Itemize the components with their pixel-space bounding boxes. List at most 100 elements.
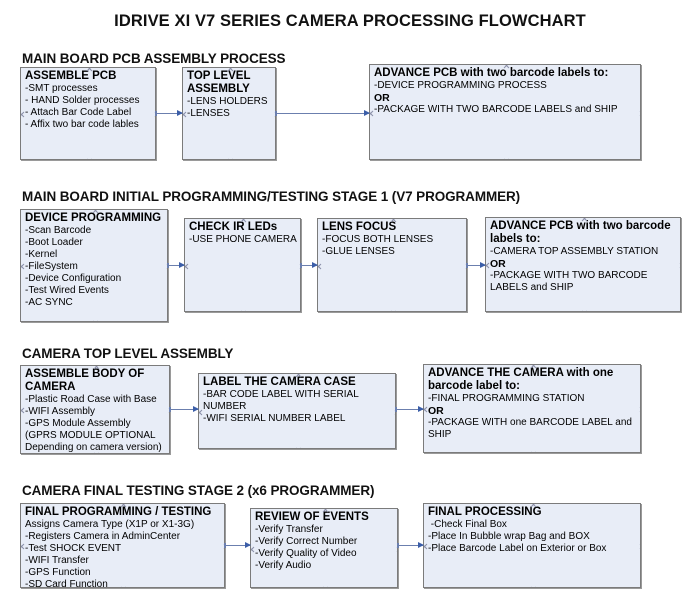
process-box-line: -Place In Bubble wrap Bag and BOX: [428, 531, 590, 542]
arrow-tail-icon: [275, 111, 277, 116]
process-box[interactable]: CHECK IR LEDs-USE PHONE CAMERA: [184, 218, 301, 312]
process-box-line: -Plastic Road Case with Base: [25, 394, 157, 405]
process-box-line: -FOCUS BOTH LENSES: [322, 234, 434, 245]
process-box-line: -Test SHOCK EVENT: [25, 543, 122, 554]
process-box-line: -FileSystem: [25, 261, 78, 272]
arrow-head-icon: [177, 110, 183, 116]
process-box-line: -Verify Correct Number: [255, 536, 358, 547]
process-box[interactable]: ADVANCE PCB with two barcode labels to:-…: [485, 217, 681, 312]
process-box-line: -Verify Quality of Video: [255, 548, 357, 559]
flow-arrow: [275, 110, 370, 116]
flow-arrow: [300, 262, 318, 268]
connection-handle-bottom-icon: [227, 158, 234, 160]
process-box-line: -BAR CODE LABEL WITH SERIAL NUMBER: [203, 389, 362, 412]
process-box-line: -WIFI Assembly: [25, 406, 96, 417]
arrow-head-icon: [418, 406, 424, 412]
process-box-title: LABEL THE CAMERA CASE: [203, 376, 356, 388]
flow-arrow: [155, 110, 183, 116]
connection-handle-left-icon: [21, 263, 25, 270]
connection-handle-right-icon: [639, 406, 641, 413]
process-box-line: -Test Wired Events: [25, 285, 109, 296]
process-box-line: -LENSES: [187, 108, 230, 119]
process-box-line: -Verify Audio: [255, 560, 312, 571]
arrow-tail-icon: [466, 263, 468, 268]
process-box[interactable]: LABEL THE CAMERA CASE-BAR CODE LABEL WIT…: [198, 373, 396, 449]
process-box-title: ADVANCE THE CAMERA with one barcode labe…: [428, 367, 617, 392]
process-box-line: -WIFI SERIAL NUMBER LABEL: [203, 413, 346, 424]
process-box[interactable]: TOP LEVEL ASSEMBLY-LENS HOLDERS-LENSES: [182, 67, 276, 160]
section-heading: CAMERA TOP LEVEL ASSEMBLY: [22, 346, 234, 361]
connection-handle-right-icon: [639, 543, 641, 550]
process-box-line: OR: [374, 92, 390, 104]
process-box-line: - Attach Bar Code Label: [25, 107, 132, 118]
arrow-tail-icon: [397, 543, 399, 548]
process-box-title: ASSEMBLE BODY OF CAMERA: [25, 368, 148, 393]
process-box[interactable]: ASSEMBLE PCB-SMT processes- HAND Solder …: [20, 67, 156, 160]
process-box-title: ASSEMBLE PCB: [25, 70, 117, 82]
connection-handle-bottom-icon: [86, 158, 93, 160]
arrow-tail-icon: [169, 407, 171, 412]
connection-handle-right-icon: [639, 110, 641, 117]
process-box[interactable]: ADVANCE PCB with two barcode labels to: -…: [369, 64, 641, 160]
section-heading: MAIN BOARD PCB ASSEMBLY PROCESS: [22, 51, 286, 66]
flow-arrow: [169, 406, 199, 412]
process-box-line: -LENS HOLDERS: [187, 96, 268, 107]
process-box-title: ADVANCE PCB with two barcode labels to:: [374, 67, 609, 79]
process-box-title: DEVICE PROGRAMMING: [25, 212, 162, 224]
process-box-title: FINAL PROGRAMMING / TESTING: [25, 506, 212, 518]
process-box[interactable]: REVIEW OF EVENTS-Verify Transfer-Verify …: [250, 508, 398, 588]
connection-handle-left-icon: [21, 407, 25, 414]
flow-arrow: [395, 406, 424, 412]
process-box-line: -Boot Loader: [25, 237, 83, 248]
process-box-title: ADVANCE PCB with two barcode labels to:: [490, 220, 674, 245]
arrow-head-icon: [312, 262, 318, 268]
arrow-tail-icon: [395, 407, 397, 412]
process-box[interactable]: FINAL PROCESSING -Check Final Box-Place …: [423, 503, 641, 588]
process-box-line: -SD Card Function: [25, 579, 108, 588]
arrow-head-icon: [480, 262, 486, 268]
process-box-line: -GPS Module Assembly: [25, 418, 131, 429]
process-box[interactable]: ADVANCE THE CAMERA with one barcode labe…: [423, 364, 641, 453]
arrow-head-icon: [364, 110, 370, 116]
process-box[interactable]: LENS FOCUS-FOCUS BOTH LENSES-GLUE LENSES: [317, 218, 467, 312]
process-box-line: Depending on camera version): [25, 442, 162, 453]
arrow-head-icon: [245, 542, 251, 548]
process-box-title: TOP LEVEL ASSEMBLY: [187, 70, 254, 95]
connection-handle-left-icon: [21, 111, 25, 118]
process-box-line: -Registers Camera in AdminCenter: [25, 531, 181, 542]
process-box-line: -Kernel: [25, 249, 58, 260]
process-box-line: - Affix two bar code lables: [25, 119, 139, 130]
process-box-line: - HAND Solder processes: [25, 95, 140, 106]
process-box-title: REVIEW OF EVENTS: [255, 511, 369, 523]
process-box[interactable]: ASSEMBLE BODY OF CAMERA-Plastic Road Cas…: [20, 365, 170, 454]
connection-handle-bottom-icon: [322, 586, 329, 588]
connection-handle-left-icon: [21, 543, 25, 550]
process-box-line: Assigns Camera Type (X1P or X1-3G): [25, 519, 195, 530]
connection-handle-bottom-icon: [581, 310, 588, 312]
process-box-line: -PACKAGE WITH one BARCODE LABEL and SHIP: [428, 417, 635, 440]
connection-handle-bottom-icon: [295, 447, 302, 449]
page-title: IDRIVE XI V7 SERIES CAMERA PROCESSING FL…: [114, 12, 586, 30]
process-box-line: -Place Barcode Label on Exterior or Box: [428, 543, 607, 554]
process-box[interactable]: DEVICE PROGRAMMING-Scan Barcode-Boot Loa…: [20, 209, 168, 322]
process-box-line: -PACKAGE WITH TWO BARCODE LABELS and SHI…: [490, 270, 651, 293]
section-heading: CAMERA FINAL TESTING STAGE 2 (x6 PROGRAM…: [22, 483, 375, 498]
process-box-line: -Check Final Box: [428, 519, 507, 530]
section-heading: MAIN BOARD INITIAL PROGRAMMING/TESTING S…: [22, 189, 521, 204]
process-box-title: FINAL PROCESSING: [428, 506, 542, 518]
connection-handle-bottom-icon: [240, 310, 247, 312]
process-box-line: -PACKAGE WITH TWO BARCODE LABELS and SHI…: [374, 104, 618, 115]
connection-handle-bottom-icon: [92, 320, 99, 322]
process-box-line: -CAMERA TOP ASSEMBLY STATION: [490, 246, 659, 257]
connection-handle-right-icon: [679, 262, 681, 269]
process-box-title: LENS FOCUS: [322, 221, 397, 233]
process-box-line: -USE PHONE CAMERA: [189, 234, 297, 245]
arrow-tail-icon: [167, 263, 169, 268]
process-box-line: -WIFI Transfer: [25, 555, 89, 566]
flow-arrow: [466, 262, 486, 268]
connection-handle-bottom-icon: [530, 451, 537, 453]
process-box-title: CHECK IR LEDs: [189, 221, 278, 233]
process-box-line: -Device Configuration: [25, 273, 122, 284]
arrow-tail-icon: [155, 111, 157, 116]
